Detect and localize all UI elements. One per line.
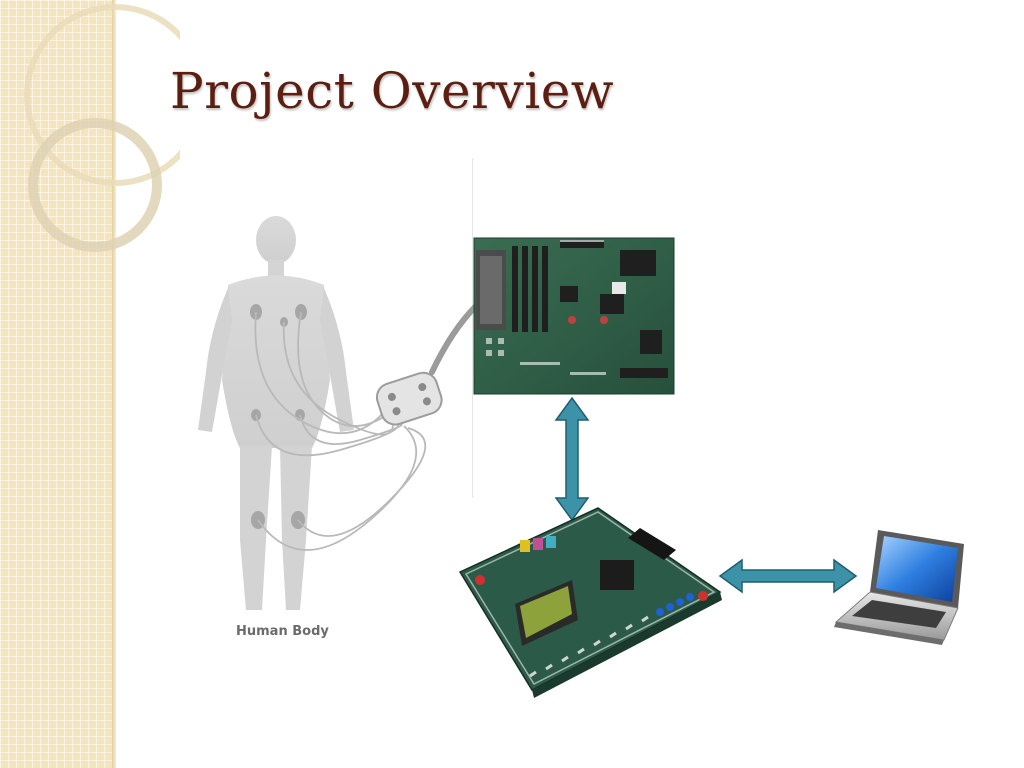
slide-title: Project Overview bbox=[170, 62, 615, 120]
vertical-double-arrow-icon bbox=[554, 396, 590, 522]
fpga-dev-board-icon bbox=[458, 507, 722, 698]
human-body-figure-icon bbox=[198, 216, 479, 610]
decorative-circles bbox=[24, 4, 180, 252]
laptop-icon bbox=[834, 530, 964, 645]
side-strip-edge bbox=[112, 0, 116, 768]
human-body-caption: Human Body bbox=[236, 624, 329, 639]
horizontal-double-arrow-icon bbox=[718, 558, 858, 594]
ecg-frontend-board-icon bbox=[473, 237, 675, 395]
vertical-divider bbox=[472, 158, 473, 498]
